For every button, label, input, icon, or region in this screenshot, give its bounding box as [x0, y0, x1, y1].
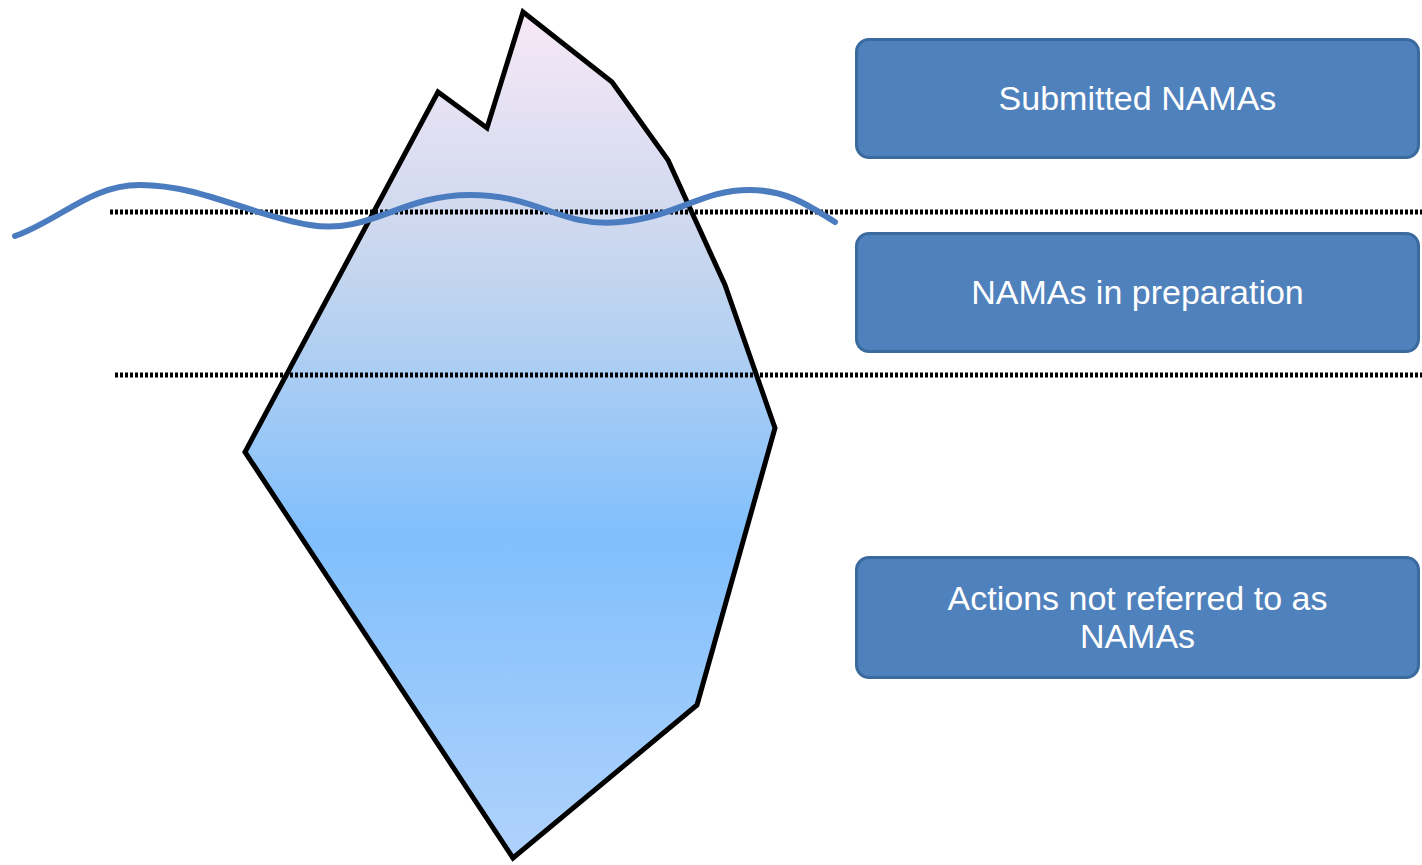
- preparation-level-line: [115, 373, 1422, 378]
- box-label: Submitted NAMAs: [999, 80, 1277, 117]
- box-label: Actions not referred to as NAMAs: [898, 580, 1377, 655]
- box-label: NAMAs in preparation: [971, 274, 1304, 311]
- label-box: Submitted NAMAs: [855, 38, 1420, 159]
- water-wave: [15, 185, 835, 236]
- label-box: NAMAs in preparation: [855, 232, 1420, 353]
- iceberg: [245, 12, 775, 858]
- water-level-line: [110, 210, 1422, 215]
- label-box: Actions not referred to as NAMAs: [855, 556, 1420, 679]
